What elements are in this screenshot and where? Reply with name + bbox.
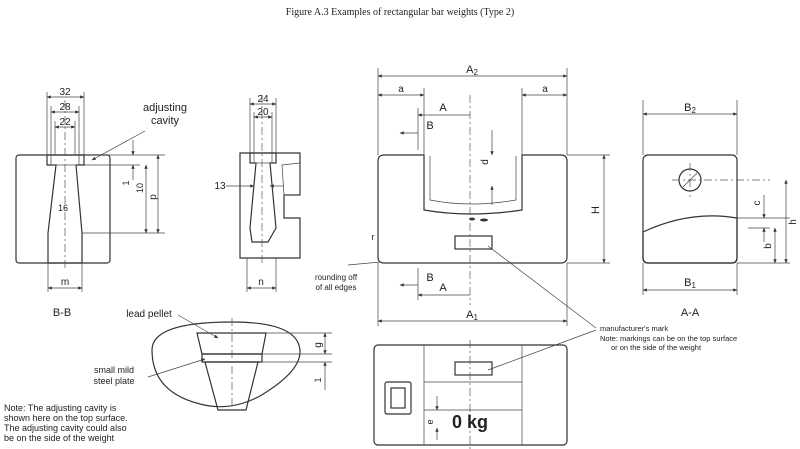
- dim-a-left: a: [398, 84, 404, 95]
- front-body: [377, 154, 568, 264]
- dim-h-total: H: [590, 206, 602, 214]
- figure-title: Figure A.3 Examples of rectangular bar w…: [286, 7, 514, 18]
- dim-13: 13: [214, 181, 226, 192]
- side-cavity: [249, 152, 277, 243]
- steel-plate-label-2: steel plate: [93, 376, 134, 386]
- dim-p: p: [148, 194, 159, 200]
- dim-32: 32: [59, 87, 71, 98]
- lead-pellet-shape: [196, 332, 267, 355]
- dim-e: e: [425, 419, 435, 424]
- adjusting-cavity-label-1: adjusting: [143, 102, 187, 114]
- dim-h: h: [788, 219, 799, 225]
- aa-body: [642, 154, 738, 264]
- rounding-label-2: of all edges: [316, 283, 357, 292]
- pellet-detail-view: lead pellet small mild steel plate g 1: [93, 309, 332, 412]
- dim-b1: B1: [684, 277, 696, 290]
- dim-1: 1: [121, 180, 131, 185]
- pellet-body: [151, 321, 301, 408]
- section-label-aa: A-A: [681, 307, 700, 319]
- steel-plate-label-1: small mild: [94, 365, 134, 375]
- aa-section-view: B2 B1 A-A c b h: [642, 100, 799, 319]
- dim-m: m: [61, 277, 69, 288]
- dim-d: d: [480, 159, 491, 165]
- manufacturers-mark-callout: manufacturer's mark Note: markings can b…: [487, 245, 737, 371]
- note-line-1: Note: The adjusting cavity is: [4, 403, 117, 413]
- note-line-2: shown here on the top surface.: [4, 413, 128, 423]
- front-marking-slot: [454, 235, 493, 250]
- dim-b2: B2: [684, 102, 696, 115]
- dim-g: g: [313, 342, 324, 348]
- aa-hatched-base: [642, 215, 738, 264]
- lead-pellet-label: lead pellet: [126, 309, 172, 320]
- front-view: A2 a a A B B A d H A1 r roundin: [315, 64, 610, 326]
- top-marking-slot: [454, 361, 493, 376]
- dim-r: r: [372, 232, 375, 242]
- section-marker-b-bottom: B: [426, 272, 433, 284]
- side-section-view: 24 20 13 n: [214, 94, 301, 292]
- dim-28: 28: [59, 102, 71, 113]
- section-marker-a-bottom: A: [439, 282, 447, 294]
- dim-a2: A2: [466, 64, 478, 77]
- dim-n: n: [258, 277, 264, 288]
- section-marker-a-top: A: [439, 102, 447, 114]
- dim-b: b: [763, 243, 774, 249]
- dim-pellet-1: 1: [313, 377, 323, 382]
- weight-value-label: 0 kg: [452, 412, 488, 432]
- section-label-bb: B-B: [53, 307, 71, 319]
- dim-24: 24: [257, 94, 269, 105]
- mark-note-line-2: Note: markings can be on the top surface: [600, 334, 737, 343]
- dim-a-right: a: [542, 84, 548, 95]
- adjusting-cavity-note: Note: The adjusting cavity is shown here…: [4, 403, 128, 443]
- note-line-4: be on the side of the weight: [4, 433, 115, 443]
- top-cavity-plug: [384, 381, 412, 415]
- top-view: 0 kg e: [373, 340, 568, 449]
- dim-20: 20: [257, 107, 269, 118]
- dim-16: 16: [58, 203, 68, 213]
- dim-10: 10: [135, 183, 145, 193]
- mark-note-line-1: manufacturer's mark: [600, 324, 668, 333]
- section-marker-b-top: B: [426, 120, 433, 132]
- top-body: [373, 344, 568, 446]
- mark-note-line-3: or on the side of the weight: [611, 343, 702, 352]
- dim-a1: A1: [466, 309, 478, 322]
- adjusting-cavity-label-2: cavity: [151, 115, 180, 127]
- dim-c: c: [752, 201, 763, 206]
- rounding-label-1: rounding off: [315, 273, 358, 282]
- bb-section-view: 32 28 22 16 adjusting cavity 1 10 p m B-…: [15, 87, 187, 319]
- note-line-3: The adjusting cavity could also: [4, 423, 127, 433]
- dim-22: 22: [59, 117, 71, 128]
